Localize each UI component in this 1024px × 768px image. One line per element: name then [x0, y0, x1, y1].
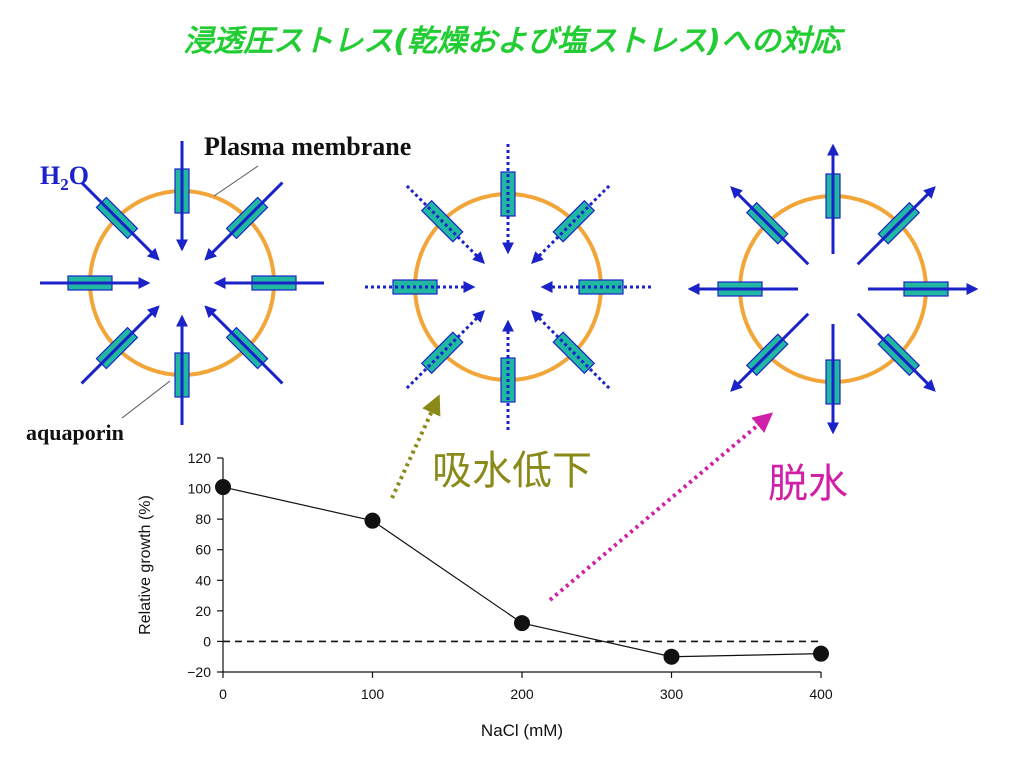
- dehydration-label: 脱水: [768, 461, 848, 507]
- y-tick-label: 40: [195, 572, 211, 588]
- data-point: [514, 615, 530, 632]
- svg-text:H2O: H2O: [40, 161, 89, 194]
- x-tick-label: 300: [660, 686, 684, 702]
- water-flow-arrow: [204, 305, 284, 385]
- cell-normal-uptake: [40, 141, 324, 425]
- x-tick-label: 0: [219, 686, 227, 702]
- x-tick-label: 100: [361, 686, 385, 702]
- water-flow-arrow: [204, 181, 284, 261]
- water-flow-arrow: [856, 312, 936, 392]
- x-tick-label: 400: [809, 686, 833, 702]
- y-axis-label: Relative growth (%): [137, 495, 154, 635]
- y-tick-label: 20: [195, 603, 211, 619]
- x-axis-label: NaCl (mM): [481, 721, 563, 740]
- water-flow-arrow: [531, 310, 611, 390]
- plasma-membrane-label: Plasma membrane: [204, 132, 411, 161]
- aquaporin-pointer: [121, 380, 171, 419]
- aquaporin-label: aquaporin: [26, 420, 124, 445]
- cell-dehydration: [687, 143, 979, 435]
- y-tick-label: −20: [187, 664, 211, 680]
- water-flow-arrow: [531, 184, 611, 264]
- water-flow-arrow: [80, 181, 160, 261]
- reduced-uptake-arrow: [390, 394, 441, 499]
- water-flow-arrow: [80, 305, 160, 385]
- y-tick-label: 120: [188, 450, 212, 466]
- chart-points: [215, 479, 829, 665]
- y-tick-label: 80: [195, 511, 211, 527]
- h2o-label: H2O: [40, 161, 89, 194]
- y-tick-label: 0: [203, 633, 211, 649]
- y-tick-label: 60: [195, 542, 211, 558]
- data-point: [813, 645, 829, 662]
- water-flow-arrow: [730, 312, 810, 392]
- water-flow-arrow: [730, 186, 810, 266]
- data-point: [215, 479, 231, 496]
- x-tick-label: 200: [510, 686, 534, 702]
- chart-ticks: −20 0 20 40 60 80 100 120 0 100 200 300 400: [187, 450, 833, 702]
- y-tick-label: 100: [188, 481, 212, 497]
- plasma-membrane-pointer: [213, 165, 259, 197]
- water-flow-arrow: [856, 186, 936, 266]
- reduced-uptake-label: 吸水低下: [432, 448, 592, 494]
- series-line: [222, 486, 822, 658]
- water-flow-arrow: [405, 310, 485, 390]
- data-point: [364, 512, 381, 529]
- data-point: [663, 648, 680, 665]
- slide-title: 浸透圧ストレス(乾燥および塩ストレス)への対応: [183, 24, 841, 59]
- growth-chart: −20 0 20 40 60 80 100 120 0 100 200 300 400 NaCl (mM…: [137, 450, 833, 740]
- water-flow-arrow: [405, 184, 485, 264]
- cell-reduced-uptake: [365, 144, 651, 430]
- dehydration-arrow: [548, 412, 774, 602]
